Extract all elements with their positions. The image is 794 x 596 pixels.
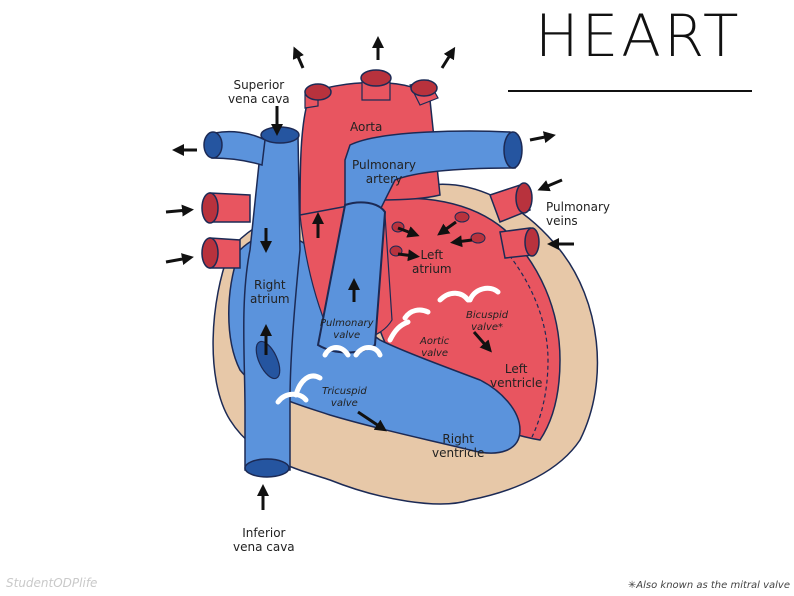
valves	[275, 285, 501, 405]
right-pulmonary-vein-2	[201, 237, 219, 269]
left-pulmonary-vein-2	[524, 227, 540, 257]
title-underline	[508, 90, 752, 92]
coronary-sinus	[255, 340, 281, 380]
mitral-valve-footnote: ✳Also known as the mitral valve	[627, 580, 790, 591]
vena-cava-vessel	[243, 134, 301, 471]
label-aorta: Aorta	[350, 120, 383, 134]
left-pulmonary-vein-1	[515, 182, 533, 214]
svc-opening	[260, 126, 300, 144]
page-title: HEART	[535, 2, 742, 70]
right-pulmonary-vein-1	[201, 192, 219, 224]
ivc-opening	[244, 458, 290, 478]
author-credit: StudentODPlife	[6, 576, 98, 590]
left-ventricle-wall	[504, 249, 549, 438]
flow-arrows	[165, 36, 574, 510]
brachiocephalic-vein	[211, 130, 266, 166]
